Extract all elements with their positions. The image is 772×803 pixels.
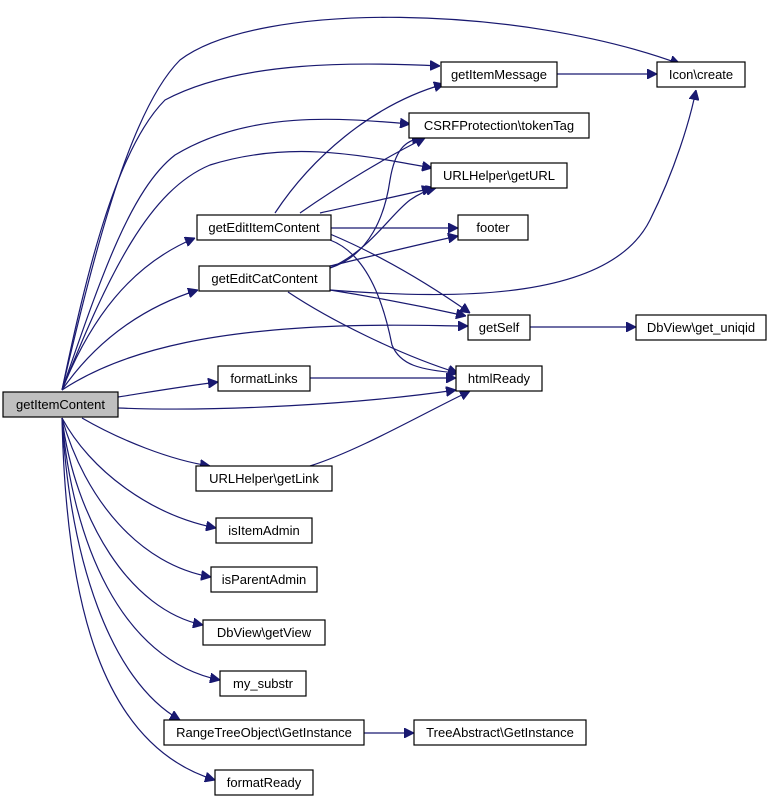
node-geteditcatcontent-label: getEditCatContent <box>211 271 318 286</box>
node-treeabstractgetinstance-label: TreeAbstract\GetInstance <box>426 725 574 740</box>
edge-geteditemcontent-csrftokentag <box>299 138 425 214</box>
node-dbgetuniqid[interactable]: DbView\get_uniqid <box>635 314 767 341</box>
node-htmlready-label: htmlReady <box>468 371 531 386</box>
node-csrftokentag[interactable]: CSRFProtection\tokenTag <box>408 112 590 139</box>
node-getitemmessage[interactable]: getItemMessage <box>440 61 558 88</box>
edge-getitemcontent-formatready <box>61 417 215 780</box>
node-iconcreate[interactable]: Icon\create <box>656 61 746 88</box>
node-isitemadmin-label: isItemAdmin <box>228 523 300 538</box>
node-formatlinks-label: formatLinks <box>230 371 298 386</box>
node-mysubstr[interactable]: my_substr <box>219 670 307 697</box>
node-iconcreate-label: Icon\create <box>669 67 733 82</box>
edge-geteditcatcontent-urlgeturl <box>329 188 436 269</box>
node-footer-label: footer <box>476 220 510 235</box>
node-dbgetview[interactable]: DbView\getView <box>202 619 326 646</box>
node-formatready[interactable]: formatReady <box>214 769 314 796</box>
node-rangetreegetinstance-label: RangeTreeObject\GetInstance <box>176 725 352 740</box>
node-urlgetlink-label: URLHelper\getLink <box>209 471 319 486</box>
node-formatlinks[interactable]: formatLinks <box>217 365 311 392</box>
edge-geteditemcontent-htmlready <box>329 239 458 373</box>
edge-geteditcatcontent-csrftokentag <box>329 138 422 269</box>
nodes: getItemContent getEditItemContent getEdi… <box>2 61 767 796</box>
edge-getitemcontent-dbgetview <box>61 417 203 625</box>
edge-geteditemcontent-getself <box>329 233 470 313</box>
edge-getitemcontent-getself <box>61 325 468 391</box>
edges <box>61 16 696 780</box>
edge-getitemcontent-isitemadmin <box>61 417 216 528</box>
node-csrftokentag-label: CSRFProtection\tokenTag <box>424 118 574 133</box>
edge-getitemcontent-geteditcatcontent <box>61 290 198 391</box>
node-footer[interactable]: footer <box>457 214 529 241</box>
edge-getitemcontent-urlgetlink <box>81 417 210 466</box>
edge-getitemcontent-csrftokentag <box>61 119 410 391</box>
node-isparentadmin-label: isParentAdmin <box>222 572 307 587</box>
node-mysubstr-label: my_substr <box>233 676 294 691</box>
edge-getitemcontent-isparentadmin <box>61 417 211 577</box>
node-dbgetview-label: DbView\getView <box>217 625 312 640</box>
node-rangetreegetinstance[interactable]: RangeTreeObject\GetInstance <box>163 719 365 746</box>
node-dbgetuniqid-label: DbView\get_uniqid <box>647 320 755 335</box>
node-geteditemcontent[interactable]: getEditItemContent <box>196 214 332 241</box>
edge-getitemcontent-geteditemcontent <box>61 238 195 391</box>
node-geteditemcontent-label: getEditItemContent <box>208 220 320 235</box>
node-getitemcontent[interactable]: getItemContent <box>2 391 119 418</box>
edge-geteditcatcontent-htmlready <box>287 291 458 373</box>
node-getitemmessage-label: getItemMessage <box>451 67 547 82</box>
node-urlgeturl[interactable]: URLHelper\getURL <box>430 162 568 189</box>
node-urlgeturl-label: URLHelper\getURL <box>443 168 555 183</box>
edge-geteditcatcontent-iconcreate <box>329 90 696 296</box>
edge-getitemcontent-getitemmessage <box>61 64 440 391</box>
edge-geteditcatcontent-footer <box>329 236 458 267</box>
node-getself-label: getSelf <box>479 320 520 335</box>
edge-getitemcontent-mysubstr <box>61 417 220 680</box>
node-getself[interactable]: getSelf <box>467 314 531 341</box>
edge-geteditemcontent-getitemmessage <box>274 84 444 214</box>
node-htmlready[interactable]: htmlReady <box>455 365 543 392</box>
edge-geteditemcontent-urlgeturl <box>319 188 432 214</box>
node-geteditcatcontent[interactable]: getEditCatContent <box>198 265 331 292</box>
node-isparentadmin[interactable]: isParentAdmin <box>210 566 318 593</box>
node-urlgetlink[interactable]: URLHelper\getLink <box>195 465 333 492</box>
node-getitemcontent-label: getItemContent <box>16 397 105 412</box>
edge-getitemcontent-htmlready <box>117 390 456 410</box>
node-treeabstractgetinstance[interactable]: TreeAbstract\GetInstance <box>413 719 587 746</box>
edge-getitemcontent-urlgeturl <box>61 150 432 391</box>
edge-getitemcontent-rangetreegetinstance <box>61 417 180 720</box>
node-formatready-label: formatReady <box>227 775 302 790</box>
edge-urlgetlink-htmlready <box>309 391 470 467</box>
edge-geteditcatcontent-getself <box>329 289 466 316</box>
node-isitemadmin[interactable]: isItemAdmin <box>215 517 313 544</box>
edge-getitemcontent-iconcreate <box>61 16 680 391</box>
edge-getitemcontent-formatlinks <box>117 382 218 398</box>
